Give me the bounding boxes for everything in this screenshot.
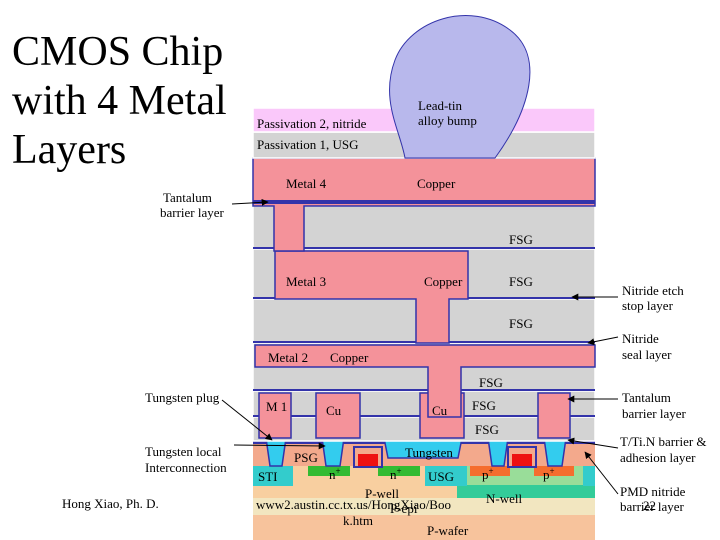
- arrow-tungsten-plug: [221, 399, 273, 441]
- callout-tantalum-right-2: barrier layer: [622, 406, 687, 421]
- n-plus-diffusion-1: [308, 466, 350, 476]
- slide-title: CMOS Chip with 4 Metal Layers: [12, 28, 227, 175]
- callout-nitride-seal-2: seal layer: [622, 347, 672, 362]
- callout-pmd-nitride-2: barrier layer: [620, 499, 685, 514]
- m1-segment-4: [537, 392, 571, 439]
- label-cu-right: Cu: [432, 403, 448, 418]
- label-psg: PSG: [294, 450, 318, 465]
- label-cu-left: Cu: [326, 403, 342, 418]
- metal-2-copper: [254, 344, 596, 418]
- tungsten-plug-1: [265, 437, 287, 467]
- label-p-epi: P-epi: [390, 501, 418, 516]
- label-fsg4: FSG: [479, 375, 503, 390]
- label-m1: M 1: [266, 399, 287, 414]
- sti-right: [583, 466, 595, 486]
- label-metal2: Metal 2: [268, 350, 308, 365]
- label-n-well: N-well: [486, 491, 522, 506]
- callout-tantalum-left-2: barrier layer: [160, 205, 225, 220]
- label-p-well: P-well: [365, 486, 399, 501]
- label-metal3: Metal 3: [286, 274, 326, 289]
- arrow-tungsten-local: [233, 442, 326, 450]
- metal-4-copper: [252, 157, 596, 252]
- label-fsg6: FSG: [475, 422, 499, 437]
- arrow-nitride-seal: [587, 336, 619, 346]
- n-plus-diffusion-2: [378, 466, 420, 476]
- tantalum-barrier-metal-4: [253, 200, 595, 204]
- label-fsg3: FSG: [509, 316, 533, 331]
- callout-tin-barrier-2: adhesion layer: [620, 450, 696, 465]
- label-usg: USG: [428, 469, 454, 484]
- label-n-plus-1: n+: [329, 466, 341, 482]
- callout-pmd-nitride-1: PMD nitride: [620, 484, 686, 499]
- callout-tungsten-local-1: Tungsten local: [145, 444, 222, 459]
- p-wafer-layer: [253, 515, 595, 540]
- author-credit: Hong Xiao, Ph. D.: [62, 496, 159, 511]
- lead-tin-bump: [389, 15, 531, 159]
- arrow-tin-barrier: [567, 437, 619, 449]
- tungsten-plug-4: [543, 437, 567, 467]
- label-p-plus-1: p+: [482, 466, 494, 482]
- pmos-gate: [507, 446, 537, 468]
- label-n-plus-2: n+: [390, 466, 402, 482]
- callout-nitride-etch-2: stop layer: [622, 298, 674, 313]
- tungsten-plug-2: [321, 437, 345, 467]
- p-epi-layer: [253, 496, 595, 515]
- label-passivation1: Passivation 1, USG: [257, 137, 358, 152]
- label-url-line1: www2.austin.cc.tx.us/HongXiao/Boo: [256, 497, 451, 512]
- callout-tantalum-left-1: Tantalum: [163, 190, 212, 205]
- label-copper2: Copper: [330, 350, 369, 365]
- arrow-pmd-nitride: [584, 451, 619, 495]
- sti-middle: [425, 466, 467, 486]
- m1-segment-1: [258, 392, 292, 439]
- metal-3-copper: [274, 250, 469, 344]
- label-sti: STI: [258, 469, 278, 484]
- p-plus-diffusion-2: [534, 466, 574, 476]
- sti-left: [253, 466, 293, 486]
- callout-nitride-seal-1: Nitride: [622, 331, 659, 346]
- label-fsg5: FSG: [472, 398, 496, 413]
- title-line-3: Layers: [12, 127, 127, 173]
- label-url-line2: k.htm: [343, 513, 373, 528]
- label-p-wafer: P-wafer: [427, 523, 469, 538]
- label-fsg1: FSG: [509, 232, 533, 247]
- m1-segment-2: [315, 392, 361, 439]
- title-line-1: CMOS Chip: [12, 29, 224, 75]
- arrow-tantalum-left: [231, 198, 269, 206]
- page-number: 22: [643, 498, 656, 513]
- label-copper3: Copper: [424, 274, 463, 289]
- nmos-gate: [353, 446, 383, 468]
- p-well-core: [293, 485, 457, 498]
- label-bump-1: Lead-tin: [418, 98, 463, 113]
- callout-tungsten-plug: Tungsten plug: [145, 390, 220, 405]
- label-passivation2: Passivation 2, nitride: [257, 116, 367, 131]
- title-line-2: with 4 Metal: [12, 78, 227, 124]
- callout-tin-barrier-1: T/Ti.N barrier &: [620, 434, 707, 449]
- label-metal4: Metal 4: [286, 176, 327, 191]
- label-bump-2: alloy bump: [418, 113, 477, 128]
- label-p-plus-2: p+: [543, 466, 555, 482]
- callout-tungsten-local-2: Interconnection: [145, 460, 227, 475]
- label-fsg2: FSG: [509, 274, 533, 289]
- label-copper4: Copper: [417, 176, 456, 191]
- label-tungsten: Tungsten: [405, 445, 453, 460]
- callout-tantalum-right-1: Tantalum: [622, 390, 671, 405]
- tungsten-plug-3: [487, 437, 509, 467]
- p-plus-diffusion-1: [470, 466, 510, 476]
- callout-nitride-etch-1: Nitride etch: [622, 283, 684, 298]
